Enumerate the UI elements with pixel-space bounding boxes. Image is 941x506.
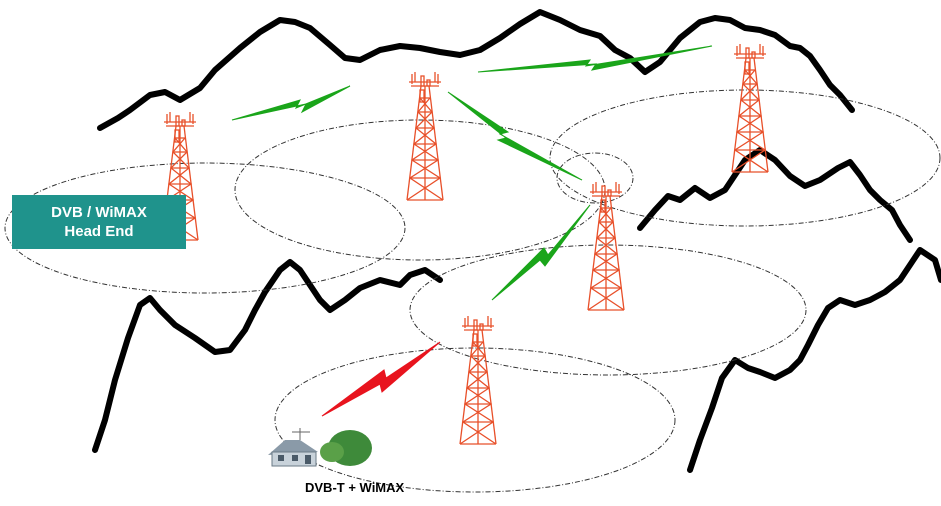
house-icon: [268, 428, 372, 467]
mountain-range-back: [97, 9, 855, 131]
headend-label-line2: Head End: [64, 223, 134, 240]
tower-icon-2: [406, 71, 444, 201]
mountain-range-mid: [92, 259, 443, 453]
subscriber-caption: DVB-T + WiMAX: [305, 480, 405, 495]
coverage-cell-subscriber: [274, 347, 676, 493]
coverage-cell-3: [549, 89, 941, 227]
subscriber-link: [321, 341, 441, 417]
backhaul-link-4: [491, 204, 591, 301]
headend-label-line1: DVB / WiMAX: [51, 204, 147, 221]
coverage-cell-2: [234, 119, 606, 261]
coverage-cell-headend: [4, 162, 406, 294]
backhaul-link-3: [447, 91, 583, 181]
tower-icon-5: [459, 315, 497, 445]
coverage-cell-4: [409, 244, 807, 376]
headend-label-box: DVB / WiMAX Head End: [12, 195, 186, 249]
mountain-range-front-right: [687, 247, 941, 473]
mountain-range-right: [637, 147, 913, 243]
backhaul-link-1: [231, 85, 351, 121]
backhaul-link-2: [477, 45, 713, 73]
coverage-cell-small: [556, 152, 634, 204]
